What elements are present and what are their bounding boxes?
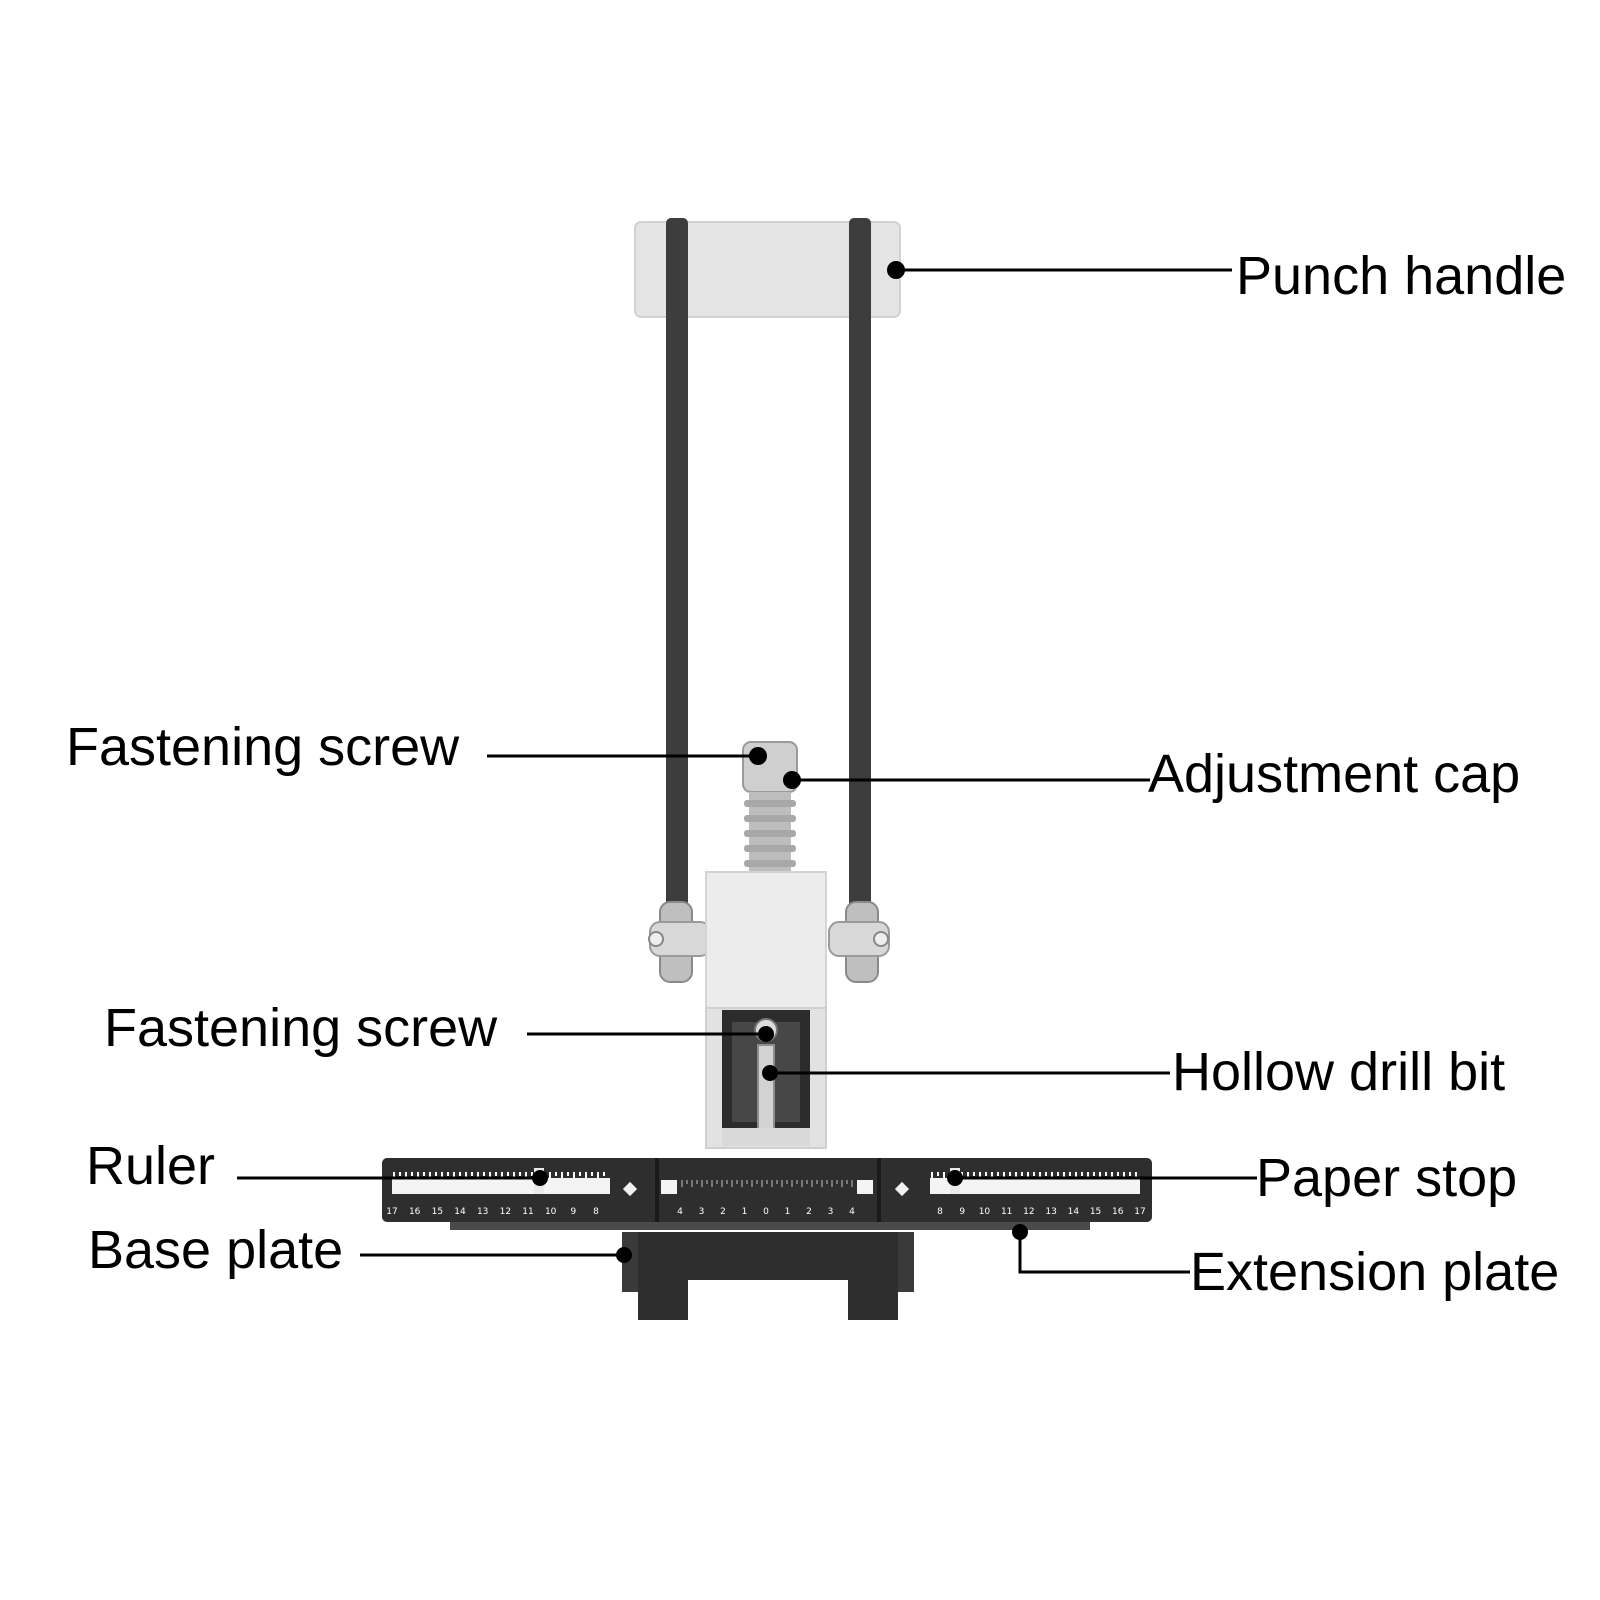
ruler-scale-number: 3	[828, 1207, 834, 1217]
ruler-scale-number: 8	[937, 1207, 943, 1217]
ruler-scale-number: 2	[806, 1207, 812, 1217]
label-punch-handle: Punch handle	[1236, 246, 1566, 306]
ruler-scale-number: 11	[1001, 1207, 1012, 1217]
ruler-scale-number: 11	[522, 1207, 533, 1217]
ruler-scale-number: 17	[1134, 1207, 1145, 1217]
ruler-divider-right	[877, 1158, 881, 1222]
leader-lines	[237, 261, 1257, 1274]
ruler-scale-number: 15	[1090, 1207, 1101, 1217]
ruler-numbers-left: 17 16 15 14 13 12 11 10 9 8	[386, 1207, 599, 1217]
anchor-fastening-screw-lower	[758, 1026, 774, 1042]
ruler-scale-number: 15	[432, 1207, 443, 1217]
ruler-divider-left	[655, 1158, 659, 1222]
drill-collar	[722, 1128, 810, 1146]
label-extension-plate: Extension plate	[1190, 1242, 1559, 1302]
label-adjustment-cap: Adjustment cap	[1148, 744, 1520, 804]
label-hollow-drill-bit: Hollow drill bit	[1172, 1042, 1505, 1102]
label-ruler: Ruler	[86, 1136, 215, 1196]
anchor-ruler	[532, 1170, 548, 1186]
hollow-drill-bit	[757, 1044, 775, 1134]
ruler-scale-number: 16	[1112, 1207, 1124, 1217]
ruler-scale-number: 10	[545, 1207, 557, 1217]
leader-extension-plate	[1018, 1232, 1190, 1274]
ruler-scale-number: 3	[699, 1207, 705, 1217]
ruler-scale-number: 4	[849, 1207, 855, 1217]
ruler-scale-number: 9	[570, 1207, 576, 1217]
base-foot-left	[638, 1270, 688, 1320]
ruler-scale-number: 0	[763, 1207, 769, 1217]
anchor-hollow-drill-bit	[762, 1065, 778, 1081]
base-foot-right	[848, 1270, 898, 1320]
ruler-numbers-center: 4 3 2 1 0 1 2 3 4	[677, 1207, 855, 1217]
anchor-base-plate	[616, 1247, 632, 1263]
anchor-fastening-screw-upper	[749, 747, 767, 765]
ruler-scale-number: 10	[979, 1207, 991, 1217]
ruler-slot-left	[392, 1178, 610, 1194]
ruler-slot-right	[930, 1178, 1140, 1194]
ruler-numbers-right: 8 9 10 11 12 13 14 15 16 17	[937, 1207, 1146, 1217]
ruler-scale-number: 2	[720, 1207, 726, 1217]
anchor-punch-handle	[887, 261, 905, 279]
base-side-left	[622, 1232, 638, 1292]
ruler-ticks-center	[681, 1180, 853, 1187]
anchor-paper-stop	[947, 1170, 963, 1186]
ruler-scale-number: 12	[1023, 1207, 1034, 1217]
label-fastening-screw-upper: Fastening screw	[66, 717, 460, 777]
anchor-adjustment-cap	[783, 771, 801, 789]
ruler-scale-number: 13	[1045, 1207, 1056, 1217]
label-base-plate: Base plate	[88, 1220, 343, 1280]
ruler-scale-number: 17	[386, 1207, 397, 1217]
ruler-scale-number: 1	[785, 1207, 791, 1217]
anchor-extension-plate	[1012, 1224, 1028, 1240]
ruler-scale-number: 13	[477, 1207, 488, 1217]
ruler-marker-right	[894, 1181, 910, 1197]
ruler-scale-number: 16	[409, 1207, 421, 1217]
label-paper-stop: Paper stop	[1256, 1148, 1517, 1208]
right-pivot-screw	[873, 931, 889, 947]
ruler-slot-center-left	[661, 1180, 677, 1194]
label-fastening-screw-lower: Fastening screw	[104, 998, 498, 1058]
ruler-scale-number: 14	[1068, 1207, 1080, 1217]
ruler-scale-number: 14	[454, 1207, 466, 1217]
threaded-spindle	[744, 792, 796, 872]
ruler-marker-left	[622, 1181, 638, 1197]
base-side-right	[898, 1232, 914, 1292]
ruler-slot-center-right	[857, 1180, 873, 1194]
ruler-scale-number: 1	[742, 1207, 748, 1217]
left-pivot-screw	[648, 931, 664, 947]
ruler-scale-number: 8	[593, 1207, 599, 1217]
right-arm	[849, 218, 871, 918]
ruler-scale-number: 12	[500, 1207, 511, 1217]
left-arm	[666, 218, 688, 918]
ruler-scale-number: 4	[677, 1207, 683, 1217]
callout-labels: Punch handle Fastening screw Adjustment …	[66, 246, 1566, 1302]
punch-body	[705, 871, 827, 1013]
ruler-scale-number: 9	[959, 1207, 965, 1217]
